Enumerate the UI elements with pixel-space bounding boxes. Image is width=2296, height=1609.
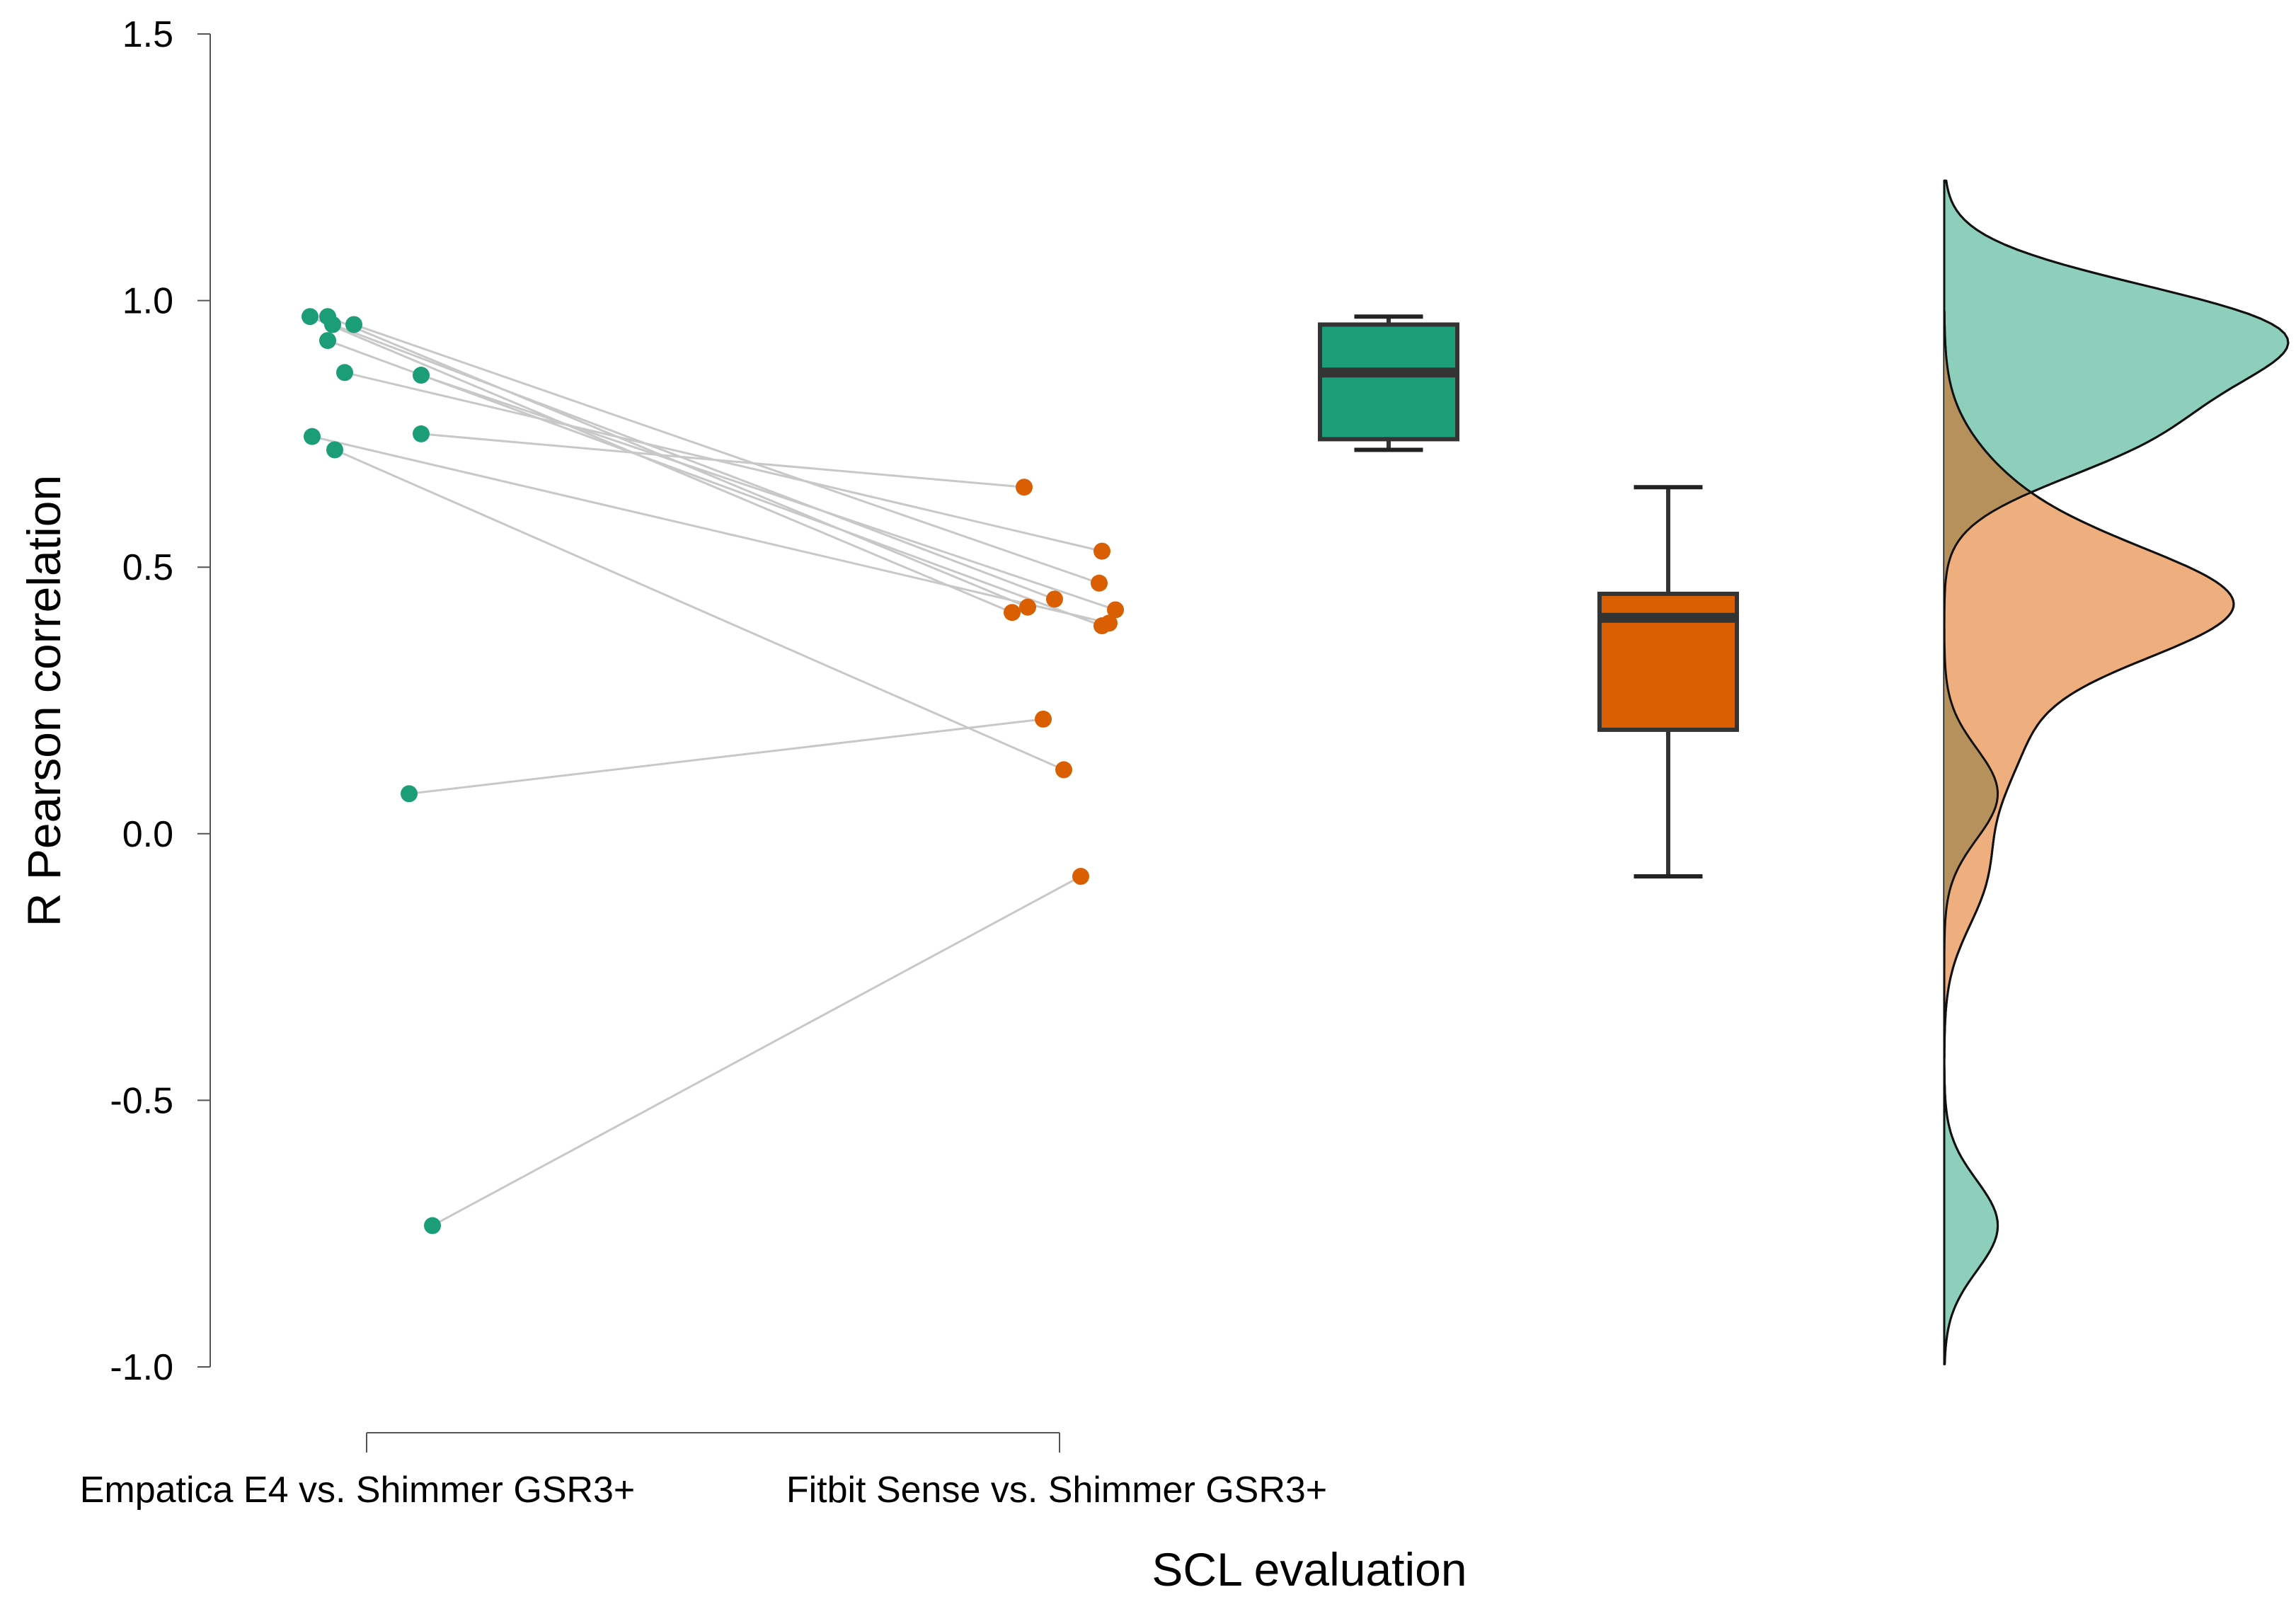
boxplot-fitbit <box>1597 485 1739 879</box>
x-category-label: Fitbit Sense vs. Shimmer GSR3+ <box>786 1470 1327 1511</box>
point-fitbit <box>1072 868 1089 886</box>
point-empatica <box>304 428 321 445</box>
y-tick-label: -0.5 <box>110 1080 173 1121</box>
y-axis-title: R Pearson correlation <box>18 475 70 927</box>
point-fitbit <box>1091 574 1108 592</box>
boxplots <box>1318 314 1739 879</box>
pair-lines <box>309 315 1116 1227</box>
boxplot-empatica <box>1318 314 1459 452</box>
y-tick-label: -1.0 <box>110 1347 173 1388</box>
point-fitbit <box>1094 542 1110 560</box>
point-fitbit <box>1101 614 1118 632</box>
point-fitbit <box>1055 761 1072 779</box>
y-tick-label: 0.5 <box>122 547 173 588</box>
point-fitbit <box>1019 598 1036 616</box>
density-outline-empatica <box>1943 180 2290 1365</box>
point-empatica <box>326 441 343 459</box>
density-overlap <box>1944 311 2028 1058</box>
box-iqr <box>1318 322 1459 442</box>
data-points <box>302 308 1124 1235</box>
pair-line <box>309 315 1013 614</box>
x-category-label: Empatica E4 vs. Shimmer GSR3+ <box>80 1470 636 1511</box>
point-empatica <box>324 316 341 333</box>
pair-line <box>432 875 1081 1227</box>
pair-line <box>420 374 1116 611</box>
point-empatica <box>413 425 430 442</box>
point-fitbit <box>1046 590 1063 608</box>
point-empatica <box>424 1217 441 1235</box>
density-layer <box>1943 179 2290 1365</box>
pair-line <box>334 449 1064 771</box>
y-tick-label: 1.0 <box>122 281 173 322</box>
y-tick-label: 1.5 <box>122 14 173 55</box>
point-empatica <box>413 367 430 384</box>
pair-line <box>408 718 1044 795</box>
pair-line <box>344 371 1103 553</box>
point-empatica <box>345 316 362 333</box>
point-empatica <box>302 308 318 326</box>
point-empatica <box>319 332 336 350</box>
point-fitbit <box>1004 604 1021 622</box>
point-fitbit <box>1035 710 1052 728</box>
x-axis-title: SCL evaluation <box>1152 1543 1466 1596</box>
density-outline-fitbit <box>1943 311 2235 1058</box>
point-fitbit <box>1107 601 1124 619</box>
y-axis: 1.5 1.0 0.5 0.0 -0.5 -1.0 <box>110 14 211 1388</box>
pair-line <box>332 323 1055 600</box>
pair-line <box>353 323 1100 585</box>
x-axis: Empatica E4 vs. Shimmer GSR3+ Fitbit Sens… <box>80 1432 1327 1511</box>
point-empatica <box>336 364 353 382</box>
point-empatica <box>401 785 418 803</box>
pair-line <box>420 433 1025 488</box>
point-fitbit <box>1016 479 1033 496</box>
y-tick-label: 0.0 <box>122 814 173 855</box>
pair-line <box>311 435 1110 624</box>
